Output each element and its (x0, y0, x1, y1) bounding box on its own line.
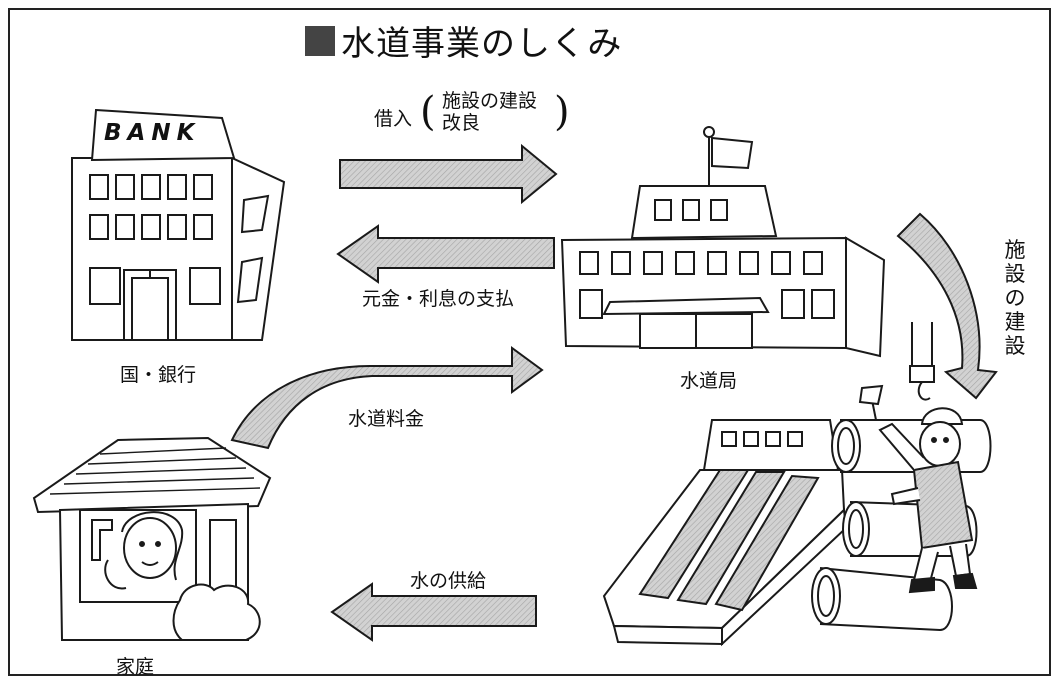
repayment-arrow (336, 224, 555, 284)
bank-sign-board (90, 108, 236, 162)
water-fee-label: 水道料金 (348, 408, 425, 430)
worker-body (912, 460, 974, 550)
title-text: 水道事業のしくみ (341, 24, 623, 64)
home-building (32, 436, 272, 641)
facility-construction-label: 施設の建設 (1004, 238, 1026, 358)
worker-helmet (920, 407, 964, 425)
faucet (91, 519, 113, 561)
waterworks-building (560, 126, 886, 358)
person-face (123, 517, 177, 579)
construction-arrow (896, 212, 998, 400)
loan-label: 借入 (374, 108, 413, 130)
loan-purpose-line-2: 改良 (442, 112, 481, 134)
home-door (209, 519, 237, 593)
bank-building (71, 108, 286, 341)
loan-paren-close: ) (554, 89, 570, 135)
loan-paren-open: ( (420, 89, 436, 135)
bank-label: 国・銀行 (120, 364, 197, 386)
loan-purpose-line-1: 施設の建設 (442, 90, 538, 112)
water-supply-arrow (330, 582, 537, 642)
bank-windows (89, 174, 270, 305)
loan-purpose: 施設の建設 改良 (442, 90, 537, 134)
repayment-label: 元金・利息の支払 (362, 288, 515, 310)
bush (172, 583, 261, 641)
arrows (230, 143, 998, 642)
bank-sign-text: BANK (104, 120, 201, 146)
water-fee-arrow (230, 346, 544, 450)
worker-face (919, 421, 961, 467)
loan-arrow (339, 143, 558, 205)
water-supply-label: 水の供給 (410, 570, 487, 592)
flag (711, 136, 754, 170)
title-square-icon (305, 25, 335, 56)
treatment-plant (602, 322, 992, 647)
page-title: 水道事業のしくみ (305, 16, 622, 65)
home-label: 家庭 (116, 656, 155, 678)
waterworks-label: 水道局 (680, 370, 738, 392)
